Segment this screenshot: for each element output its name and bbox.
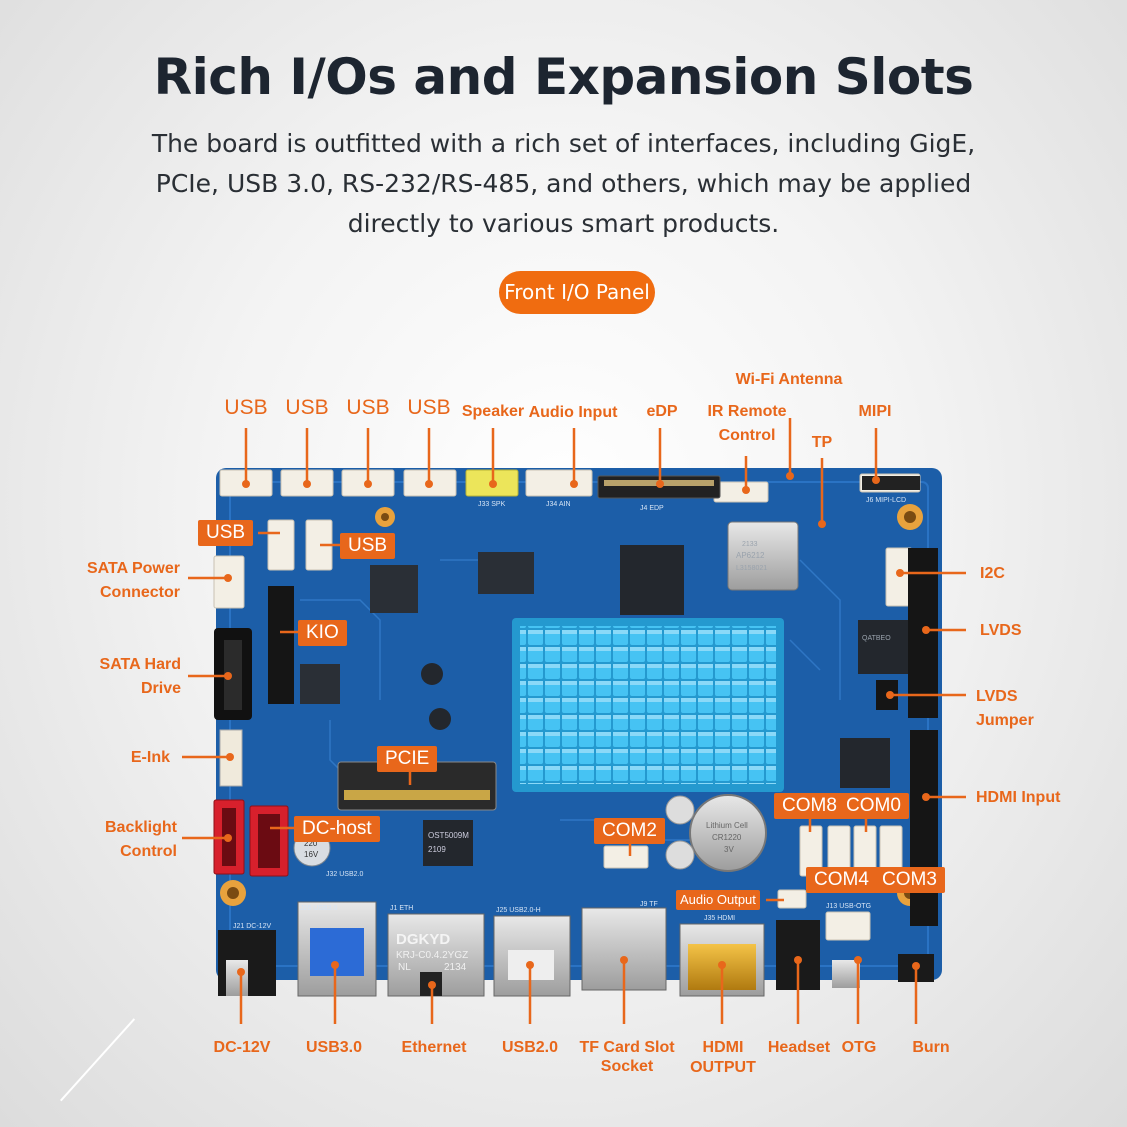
label-tp: TP (811, 434, 833, 451)
page-subtitle: The board is outfitted with a rich set o… (151, 129, 976, 238)
tf-socket (581, 907, 667, 991)
hdmi-input-header (910, 730, 938, 926)
battery-label-c: 3V (724, 845, 734, 854)
chip1-label: AP6212 (736, 551, 765, 560)
label-lvds: LVDS (980, 622, 1022, 639)
label-headset: Headset (767, 1039, 831, 1056)
silk-mipi: J6 MIPI-LCD (866, 497, 906, 504)
tag-com0: COM0 (838, 793, 909, 819)
label-sata-power-1: SATA Power (86, 560, 180, 577)
chip2-label-b: 2109 (428, 845, 446, 854)
silk-usb2-2: J32 USB2.0 (326, 871, 363, 878)
label-ethernet: Ethernet (401, 1039, 467, 1056)
tag-com4: COM4 (806, 867, 877, 893)
label-audio-input: Audio Input (528, 404, 618, 421)
tag-pcie: PCIE (377, 746, 438, 772)
tag-kio: KIO (298, 620, 347, 646)
label-sata-hd-2: Drive (140, 680, 181, 697)
chip1-label-b: 2133 (742, 541, 758, 548)
silk-ain: J34 AIN (546, 501, 571, 508)
tag-usb-left: USB (198, 520, 254, 546)
tag-usb-right: USB (340, 533, 396, 559)
front-io-panel-button[interactable]: Front I/O Panel (499, 271, 655, 314)
kio-header (268, 586, 294, 704)
label-hdmi-out-1: HDMI (702, 1039, 744, 1056)
label-usb-1: USB (224, 396, 268, 419)
battery-label: Lithium Cell (706, 821, 748, 830)
cpu-chip (370, 565, 418, 613)
label-edp: eDP (646, 403, 678, 420)
chip3-label: QATBEO (862, 635, 891, 642)
label-hdmi-out-2: OUTPUT (690, 1059, 756, 1076)
tag-dc-host: DC-host (294, 816, 380, 842)
eth-nl: NL (398, 962, 411, 973)
label-backlight-1: Backlight (104, 819, 177, 836)
label-tf-1: TF Card Slot (579, 1039, 675, 1056)
label-burn: Burn (912, 1039, 950, 1056)
label-usb20: USB2.0 (501, 1039, 559, 1056)
label-usb30: USB3.0 (305, 1039, 363, 1056)
eth-model: KRJ-C0.4.2YGZ (396, 950, 468, 961)
label-lvds-jumper-1: LVDS (976, 688, 1018, 705)
label-mipi: MIPI (858, 403, 892, 420)
label-wifi-antenna: Wi-Fi Antenna (735, 371, 843, 388)
eth-year: 2134 (444, 962, 467, 973)
silk-hdmi: J35 HDMI (704, 915, 735, 922)
silk-tf: J9 TF (640, 901, 658, 908)
label-sata-power-2: Connector (100, 584, 180, 601)
lvds-header (908, 548, 938, 718)
label-ir-remote: IR Remote (707, 403, 787, 420)
silk-eth: J1 ETH (390, 905, 413, 912)
label-sata-hd-1: SATA Hard (99, 656, 181, 673)
label-speaker: Speaker (461, 403, 525, 420)
silk-dc: J21 DC-12V (233, 923, 271, 930)
silk-usb3: J26 USB3.0 (300, 905, 337, 912)
label-lvds-jumper-2: Jumper (976, 712, 1034, 729)
label-tf-2: Socket (600, 1058, 654, 1075)
silk-edp: J4 EDP (640, 505, 664, 512)
label-usb-2: USB (285, 396, 329, 419)
com-connectors (603, 547, 913, 941)
tag-com3: COM3 (874, 867, 945, 893)
battery-label-b: CR1220 (712, 833, 742, 842)
label-ir-control: Control (718, 427, 776, 444)
eth-brand: DGKYD (396, 931, 450, 948)
coin-cell (689, 794, 767, 872)
cap-label-b: 16V (304, 850, 319, 859)
label-usb-4: USB (407, 396, 451, 419)
wifi-module (727, 521, 799, 591)
label-eink: E-Ink (130, 749, 170, 766)
silk-usb2: J25 USB2.0-H (496, 907, 541, 914)
label-backlight-2: Control (120, 843, 177, 860)
label-otg: OTG (841, 1039, 877, 1056)
page-title: Rich I/Os and Expansion Slots (153, 48, 974, 106)
label-usb-3: USB (346, 396, 390, 419)
label-hdmi-input: HDMI Input (976, 789, 1061, 806)
label-i2c: I2C (980, 565, 1005, 582)
label-dc12v: DC-12V (213, 1039, 271, 1056)
chip2-label: OST5009M (428, 831, 469, 840)
tag-com2: COM2 (594, 818, 665, 844)
cap-label: 220 (304, 839, 318, 848)
tag-com8: COM8 (774, 793, 845, 819)
chip1-label-c: L3158021 (736, 565, 767, 572)
mipi-connector (862, 476, 920, 490)
silk-spk: J33 SPK (478, 501, 506, 508)
silk-otg: J13 USB-OTG (826, 903, 871, 910)
tag-audio-output: Audio Output (676, 890, 760, 910)
